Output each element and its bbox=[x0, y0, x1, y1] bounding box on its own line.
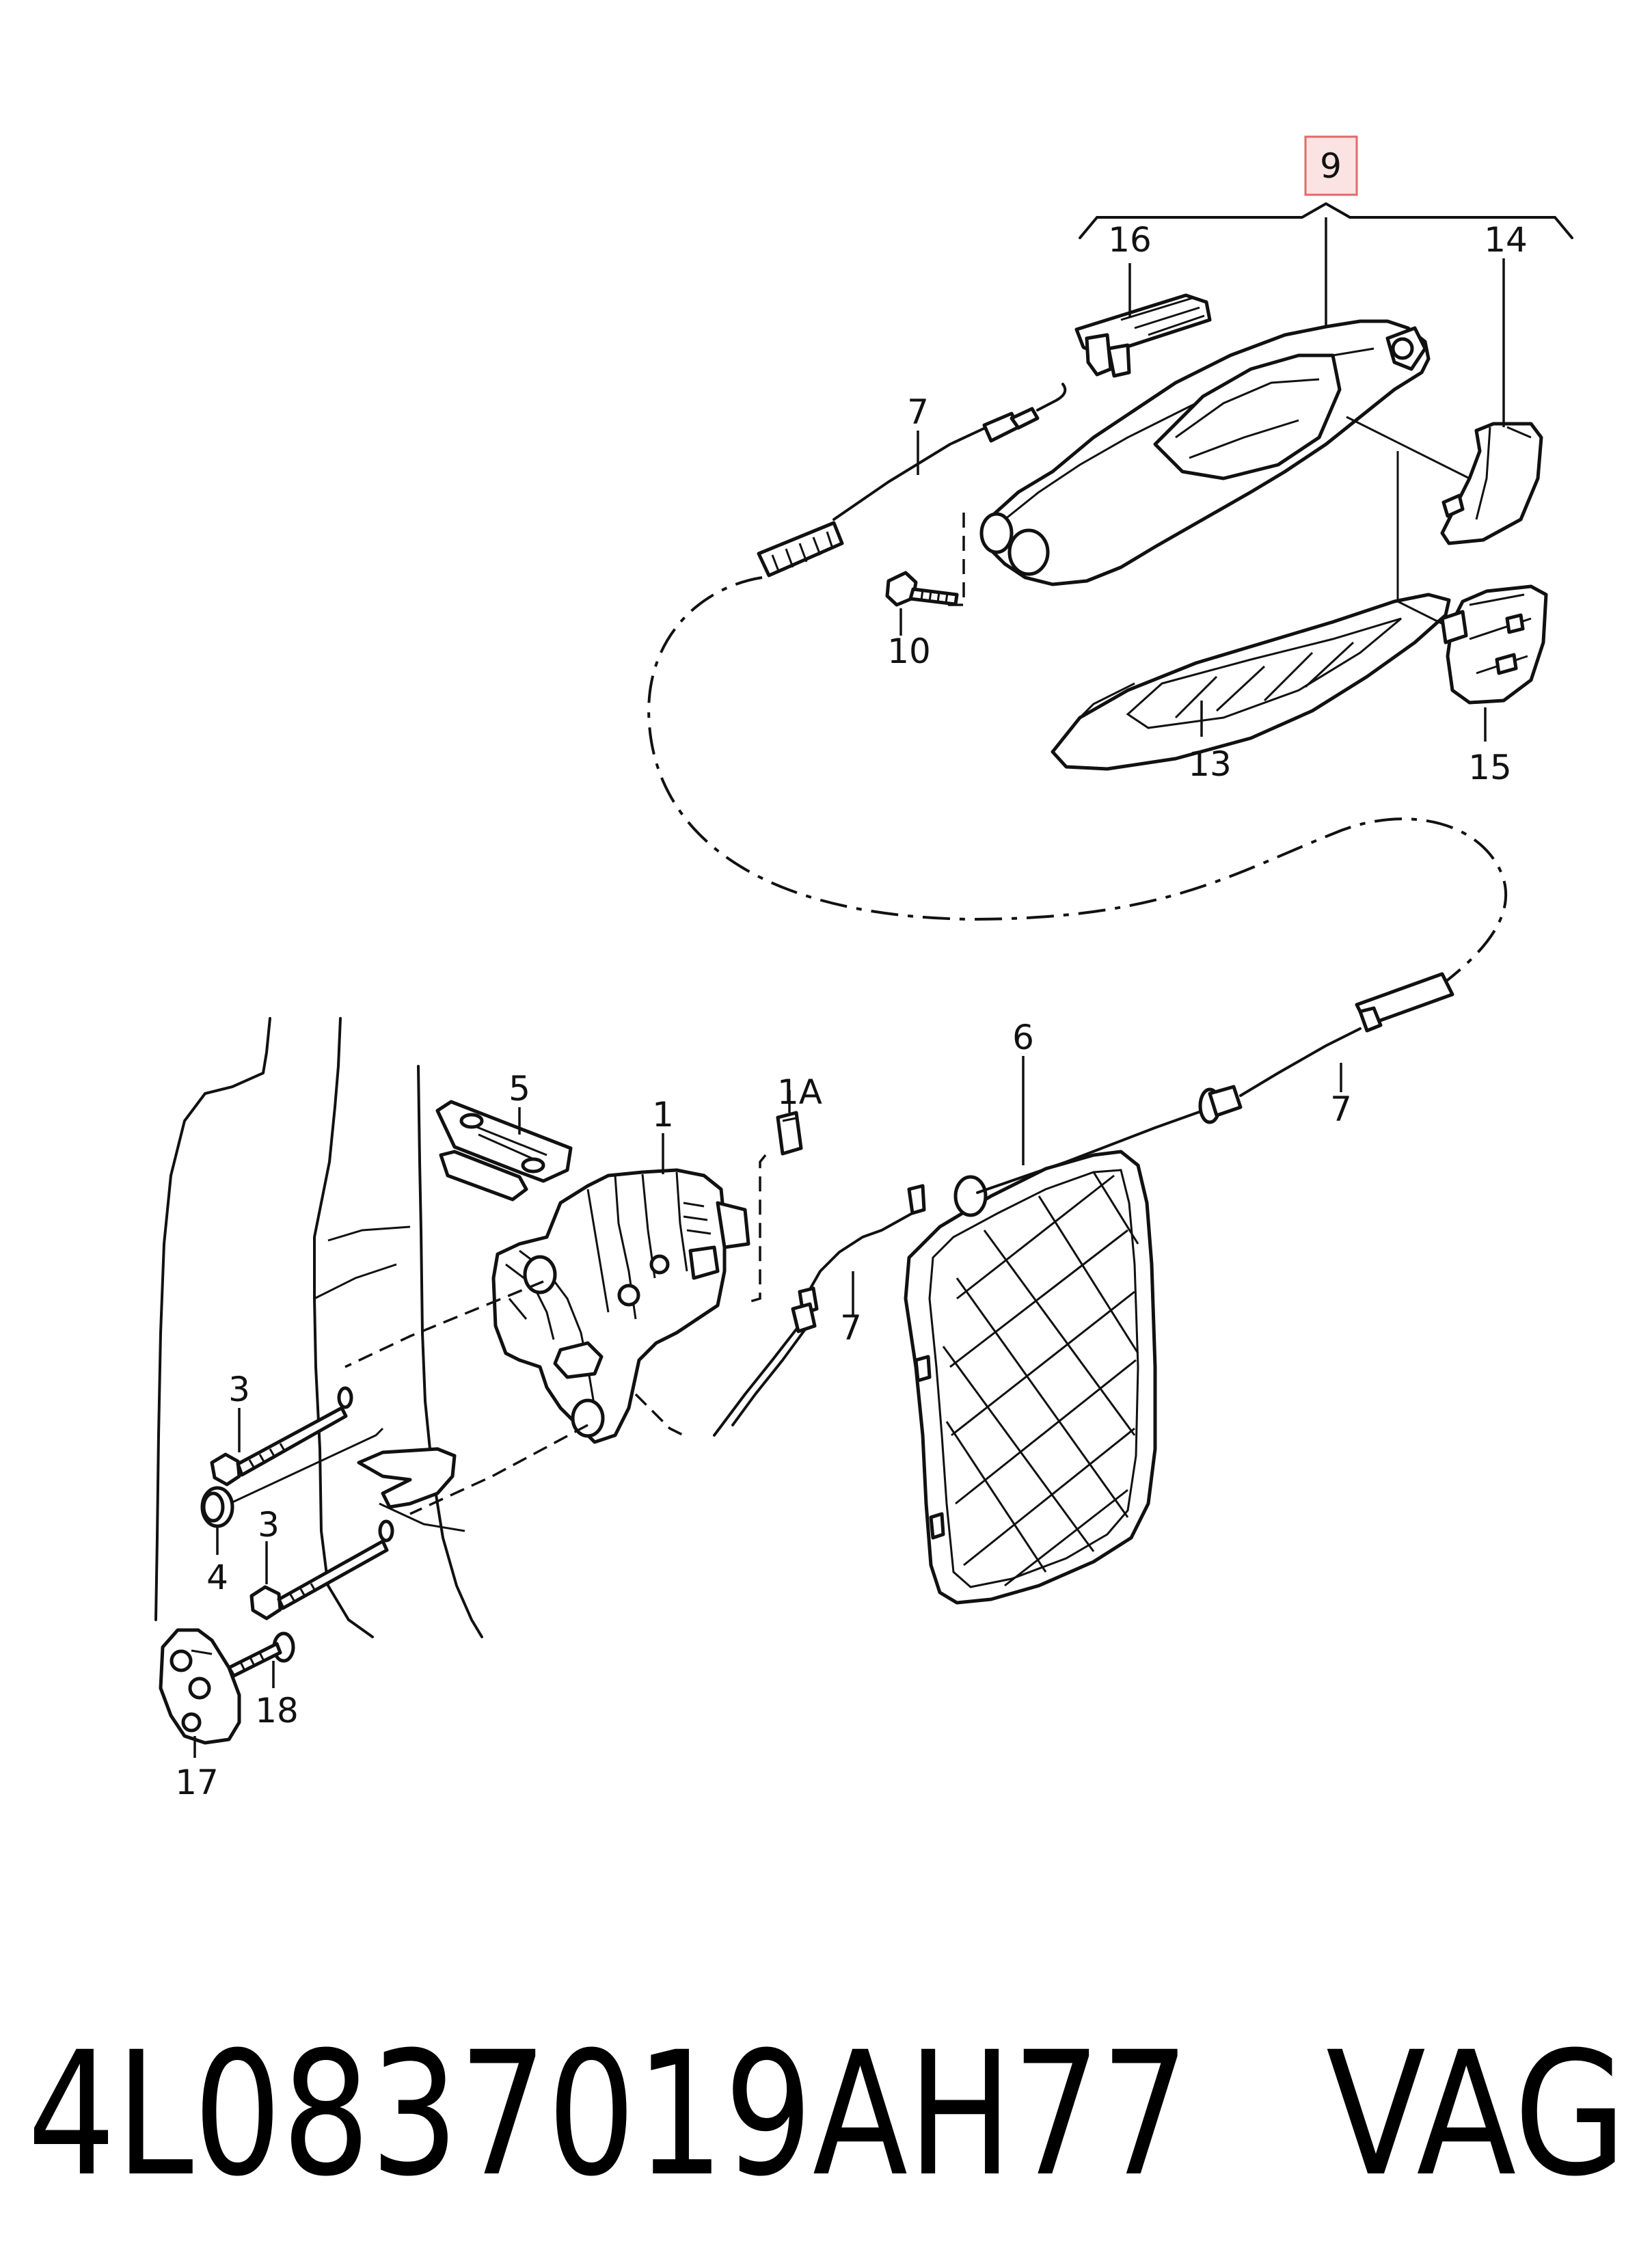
part-17-striker bbox=[159, 1628, 241, 1745]
handle-assembly-group bbox=[757, 135, 1573, 771]
group-bracket-9 bbox=[1079, 202, 1573, 239]
part-18-screw bbox=[227, 1631, 295, 1678]
part-6-panel bbox=[904, 1150, 1157, 1605]
bracket-1a bbox=[748, 1154, 767, 1303]
part-16-cap bbox=[1074, 293, 1212, 378]
label-3-lower: 3 bbox=[258, 1505, 280, 1545]
label-1: 1 bbox=[652, 1095, 674, 1135]
label-7-right: 7 bbox=[1330, 1089, 1352, 1129]
part-7-right-cable bbox=[976, 972, 1454, 1194]
assembly-line-lower bbox=[409, 1424, 588, 1515]
part-5-cover bbox=[435, 1100, 573, 1202]
part-7-middle-cable bbox=[713, 1212, 914, 1437]
connector-15 bbox=[1396, 451, 1446, 627]
label-10: 10 bbox=[887, 632, 931, 671]
callout-labels: 9 16 14 7 10 13 15 6 7 5 1 1A 7 3 3 4 18… bbox=[175, 146, 1528, 1802]
label-7-top: 7 bbox=[907, 392, 929, 432]
label-14: 14 bbox=[1484, 220, 1528, 260]
label-1a: 1A bbox=[777, 1072, 822, 1112]
label-9: 9 bbox=[1320, 146, 1342, 186]
label-4: 4 bbox=[206, 1558, 228, 1597]
assembly-line-cable bbox=[634, 1393, 684, 1437]
brand-name: VAG bbox=[1326, 2015, 1627, 2214]
label-13: 13 bbox=[1188, 744, 1232, 784]
part-7-upper-cable bbox=[757, 383, 1067, 578]
label-18: 18 bbox=[255, 1691, 299, 1731]
label-7-middle: 7 bbox=[840, 1308, 862, 1348]
part-4-plug bbox=[200, 1427, 384, 1528]
connector-14 bbox=[1346, 416, 1470, 480]
part-13-trim bbox=[1051, 593, 1451, 771]
label-5: 5 bbox=[509, 1069, 530, 1109]
part-1-door-lock bbox=[491, 1168, 750, 1444]
label-17: 17 bbox=[175, 1763, 219, 1802]
label-6: 6 bbox=[1012, 1018, 1034, 1057]
part-1a-block bbox=[776, 1111, 803, 1156]
door-frame bbox=[154, 1017, 483, 1638]
part-9-handle bbox=[979, 319, 1431, 586]
part-3-bolt-upper bbox=[210, 1386, 353, 1487]
cable-routing-loop bbox=[647, 576, 1508, 986]
bracket-10 bbox=[940, 513, 965, 606]
part-number: 4L0837019AH77 bbox=[27, 2015, 1189, 2214]
highlight-box-9 bbox=[1304, 135, 1358, 196]
part-10-screw bbox=[885, 571, 959, 607]
label-16: 16 bbox=[1108, 220, 1152, 260]
part-14-end-cap bbox=[1440, 422, 1543, 545]
lock-assembly-group bbox=[154, 972, 1454, 1758]
part-3-bolt-lower bbox=[249, 1519, 394, 1620]
footer: 4L0837019AH77 VAG bbox=[27, 2015, 1627, 2214]
label-15: 15 bbox=[1468, 748, 1512, 787]
part-15-lock-cap bbox=[1440, 584, 1548, 705]
label-3-upper: 3 bbox=[228, 1370, 250, 1409]
assembly-line-upper bbox=[344, 1280, 544, 1368]
